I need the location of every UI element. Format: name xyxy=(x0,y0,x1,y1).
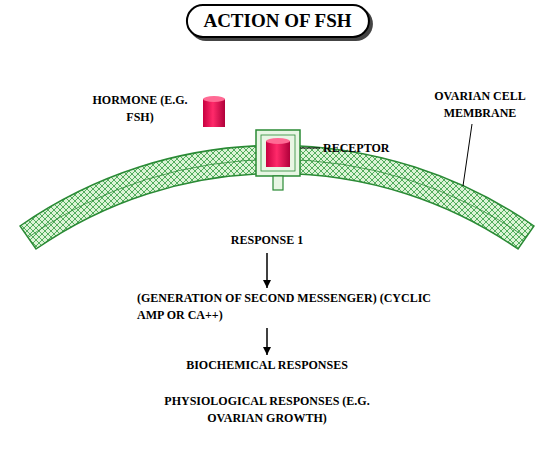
membrane-label: OVARIAN CELL MEMBRANE xyxy=(420,88,540,122)
diagram-title: ACTION OF FSH xyxy=(185,4,369,38)
response-step: BIOCHEMICAL RESPONSES xyxy=(137,357,397,374)
response-step: RESPONSE 1 xyxy=(167,232,367,249)
bound-hormone-top xyxy=(266,138,290,144)
membrane-leader xyxy=(463,124,472,186)
receptor-label: RECEPTOR xyxy=(323,140,413,157)
response-step: (GENERATION OF SECOND MESSENGER) (CYCLIC… xyxy=(137,290,437,324)
step-text: PHYSIOLOGICAL RESPONSES (E.G. OVARIAN GR… xyxy=(151,393,383,427)
hormone-label: HORMONE (E.G. FSH) xyxy=(85,92,195,126)
bound-hormone xyxy=(266,141,290,167)
step-text: RESPONSE 1 xyxy=(167,232,367,249)
flow-arrow xyxy=(266,328,268,355)
step-text: (GENERATION OF SECOND MESSENGER) (CYCLIC… xyxy=(137,290,437,324)
free-hormone-top xyxy=(203,96,225,102)
receptor-box xyxy=(256,130,300,176)
receptor-stem xyxy=(273,176,283,190)
response-step: PHYSIOLOGICAL RESPONSES (E.G. OVARIAN GR… xyxy=(151,393,383,427)
free-hormone xyxy=(203,99,225,127)
receptor-inner xyxy=(261,135,295,171)
flow-arrow xyxy=(266,253,268,288)
step-text: BIOCHEMICAL RESPONSES xyxy=(137,357,397,374)
receptor-leader xyxy=(300,148,320,149)
